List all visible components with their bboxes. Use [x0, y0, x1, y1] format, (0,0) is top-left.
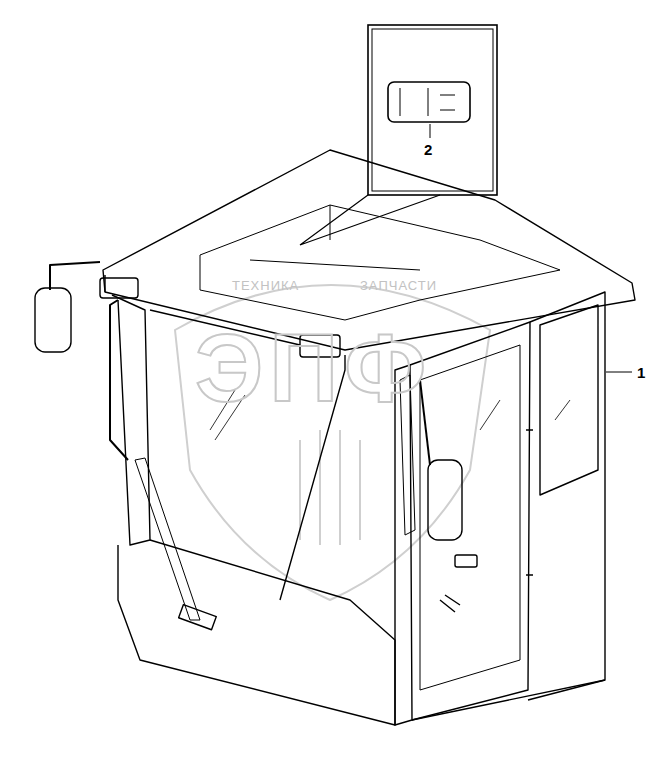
callout-number: 2	[424, 142, 432, 157]
watermark-shield	[175, 285, 490, 600]
callout-number: 1	[637, 365, 645, 380]
cab-body	[35, 150, 635, 725]
watermark-text: ЭПФ	[195, 320, 432, 416]
watermark-text: ТЕХНИКА	[232, 279, 299, 292]
watermark-text: ЗАПЧАСТИ	[360, 279, 437, 292]
